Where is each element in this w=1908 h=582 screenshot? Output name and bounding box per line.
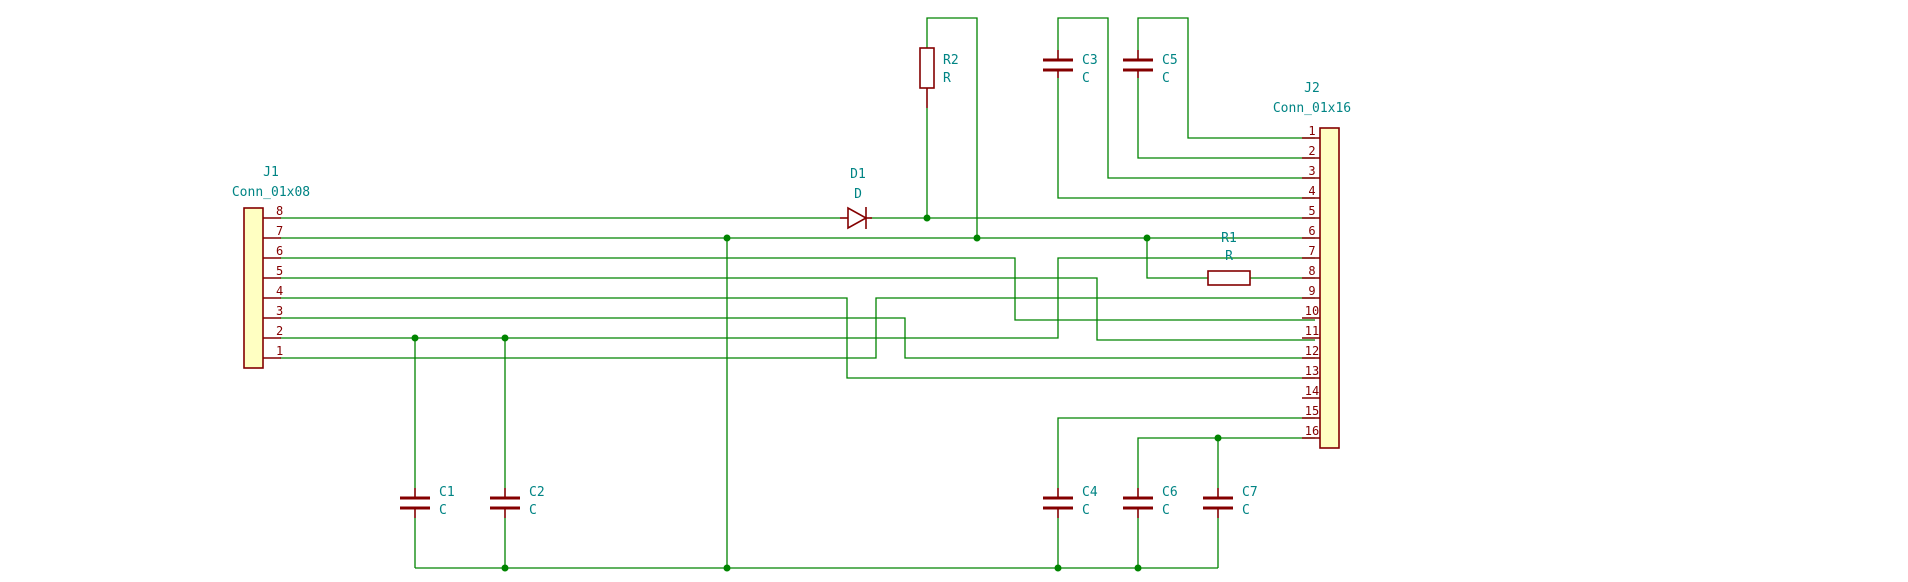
diode-d1-ref: D1 xyxy=(850,167,866,182)
connector-j1: 8 7 6 5 4 3 2 1 J1 Conn_01x08 xyxy=(232,165,310,369)
connector-pin-number: 12 xyxy=(1305,344,1319,358)
connector-j2-body xyxy=(1319,127,1340,449)
net-c3 xyxy=(1057,17,1315,199)
connector-pin-number: 9 xyxy=(1308,284,1315,298)
net-j1p5 xyxy=(280,277,1315,341)
capacitor-c4: C4 C xyxy=(1043,485,1098,518)
capacitor-c6: C6 C xyxy=(1123,485,1178,518)
capacitor-c7-ref: C7 xyxy=(1242,485,1258,500)
junction xyxy=(411,334,419,342)
connector-pin-number: 3 xyxy=(1308,164,1315,178)
capacitor-c5-value: C xyxy=(1162,71,1170,86)
net-j1p6 xyxy=(280,257,1315,321)
capacitor-c4-ref: C4 xyxy=(1082,485,1098,500)
connector-pin-number: 5 xyxy=(1308,204,1315,218)
diode-d1-value: D xyxy=(854,187,862,202)
connector-pin-number: 10 xyxy=(1305,304,1319,318)
net-c5 xyxy=(1137,17,1315,159)
resistor-r1: R1 R xyxy=(1207,231,1251,286)
resistor-r1-body xyxy=(1207,270,1251,286)
capacitor-c3: C3 C xyxy=(1043,50,1098,86)
connector-pin-number: 8 xyxy=(1308,264,1315,278)
connector-j2-ref: J2 xyxy=(1304,81,1320,96)
connector-pin-number: 3 xyxy=(276,304,283,318)
capacitor-c7-value: C xyxy=(1242,503,1250,518)
resistor-r2-body xyxy=(919,47,935,89)
connector-pin-number: 2 xyxy=(276,324,283,338)
capacitor-c1: C1 C xyxy=(400,485,455,518)
junction xyxy=(1143,234,1151,242)
resistor-r1-ref: R1 xyxy=(1221,231,1237,246)
capacitor-c7: C7 C xyxy=(1203,485,1258,518)
junction xyxy=(1134,564,1142,572)
resistor-r2-ref: R2 xyxy=(943,53,959,68)
net-j1p1 xyxy=(280,297,1315,359)
capacitor-c5-ref: C5 xyxy=(1162,53,1178,68)
connector-pin-number: 16 xyxy=(1305,424,1319,438)
connector-pin-number: 4 xyxy=(276,284,283,298)
connector-pin-number: 7 xyxy=(1308,244,1315,258)
connector-pin-number: 4 xyxy=(1308,184,1315,198)
junction xyxy=(1054,564,1062,572)
capacitor-c2-ref: C2 xyxy=(529,485,545,500)
connector-j1-ref: J1 xyxy=(263,165,279,180)
junctions xyxy=(411,214,1222,572)
connector-pin-number: 6 xyxy=(276,244,283,258)
connector-pin-number: 14 xyxy=(1305,384,1319,398)
net-r2 xyxy=(926,17,978,238)
capacitor-c3-ref: C3 xyxy=(1082,53,1098,68)
junction xyxy=(923,214,931,222)
resistor-r2: R2 R xyxy=(919,47,959,108)
junction xyxy=(1214,434,1222,442)
capacitor-c6-ref: C6 xyxy=(1162,485,1178,500)
connector-pin-number: 5 xyxy=(276,264,283,278)
diode-d1: D1 D xyxy=(840,167,872,230)
junction xyxy=(973,234,981,242)
connector-j1-value: Conn_01x08 xyxy=(232,185,310,200)
connector-j2-value: Conn_01x16 xyxy=(1273,101,1351,116)
net-c6 xyxy=(1137,437,1315,568)
capacitor-c2: C2 C xyxy=(490,485,545,518)
connector-pin-number: 1 xyxy=(276,344,283,358)
net-c4 xyxy=(1057,417,1315,568)
capacitor-c4-value: C xyxy=(1082,503,1090,518)
junction xyxy=(723,234,731,242)
connector-pin-number: 13 xyxy=(1305,364,1319,378)
junction xyxy=(501,334,509,342)
capacitor-c1-value: C xyxy=(439,503,447,518)
connector-pin-number: 7 xyxy=(276,224,283,238)
junction xyxy=(501,564,509,572)
connector-pin-number: 6 xyxy=(1308,224,1315,238)
capacitor-c6-value: C xyxy=(1162,503,1170,518)
connector-pin-number: 15 xyxy=(1305,404,1319,418)
connector-pin-number: 11 xyxy=(1305,324,1319,338)
resistor-r1-value: R xyxy=(1225,249,1233,264)
capacitor-c1-ref: C1 xyxy=(439,485,455,500)
connector-pin-number: 8 xyxy=(276,204,283,218)
connector-pin-number: 2 xyxy=(1308,144,1315,158)
capacitor-c2-value: C xyxy=(529,503,537,518)
capacitor-c3-value: C xyxy=(1082,71,1090,86)
diode-d1-triangle xyxy=(847,206,868,230)
connector-j1-body xyxy=(243,207,264,369)
resistor-r2-value: R xyxy=(943,71,951,86)
wires xyxy=(280,17,1315,569)
junction xyxy=(723,564,731,572)
connector-pin-number: 1 xyxy=(1308,124,1315,138)
capacitor-c5: C5 C xyxy=(1123,50,1178,86)
